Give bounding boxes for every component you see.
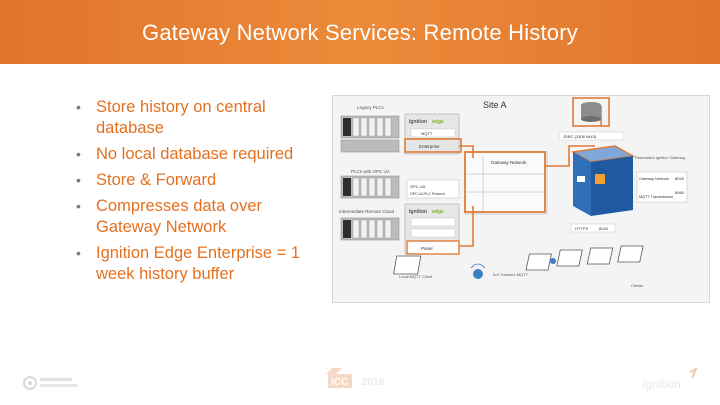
jdbc-box bbox=[558, 131, 624, 141]
iiot-sensor-icon bbox=[470, 263, 486, 279]
ignition-edge-top: Ignition edge MQTT bbox=[404, 113, 460, 155]
bullet-list: • Store history on central database • No l… bbox=[70, 97, 328, 290]
https-box bbox=[570, 223, 616, 233]
gateway-network-label: Gateway Network bbox=[491, 160, 527, 165]
panel-highlight-box bbox=[406, 240, 460, 255]
bullet-item: • No local database required bbox=[70, 144, 328, 165]
svg-text:Ignition: Ignition bbox=[642, 377, 681, 391]
iiot-label: IIoT Sensors MQTT bbox=[493, 272, 529, 277]
client-icons bbox=[525, 245, 644, 271]
bullet-item: • Ignition Edge Enterprise = 1 week histo… bbox=[70, 243, 328, 285]
architecture-diagram: Site A Legacy PLCs Ignition edge MQTT En… bbox=[332, 95, 710, 303]
bullet-item: • Store history on central database bbox=[70, 97, 328, 139]
opcua-protocol-box bbox=[406, 179, 460, 199]
plcs-opcua-label: PLCs with OPC UA bbox=[351, 169, 390, 174]
bullet-text: Ignition Edge Enterprise = 1 week histor… bbox=[96, 244, 301, 283]
gateway-network-block bbox=[464, 151, 548, 215]
inductive-automation-logo bbox=[22, 373, 82, 393]
bullet-dot-icon: • bbox=[76, 245, 81, 261]
bullet-text: Store history on central database bbox=[96, 98, 266, 137]
bullet-dot-icon: • bbox=[76, 99, 81, 115]
bullet-item: • Store & Forward bbox=[70, 170, 328, 191]
ignition-logo: Ignition bbox=[640, 366, 706, 401]
port-b-label: 8060 bbox=[675, 190, 685, 195]
bullet-text: No local database required bbox=[96, 145, 294, 163]
scada-label: Redundant Ignition Gateway bbox=[635, 155, 685, 160]
panel-label: Panel bbox=[421, 246, 433, 251]
opcua-label: OPC UA bbox=[410, 184, 426, 189]
legacy-plc-rack bbox=[340, 115, 400, 153]
clients-label: Clients bbox=[631, 283, 643, 288]
database-icon bbox=[572, 97, 610, 127]
bullet-text: Compresses data over Gateway Network bbox=[96, 197, 262, 236]
svg-text:Ignition: Ignition bbox=[409, 209, 427, 215]
bullet-dot-icon: • bbox=[76, 146, 81, 162]
server-icon bbox=[570, 145, 636, 216]
port-a-label: 8043 bbox=[675, 176, 685, 181]
flow-line-panel bbox=[459, 206, 474, 247]
flow-line-enterprise bbox=[459, 145, 474, 158]
mqtt-transmission-label: MQTT Transmission bbox=[639, 195, 673, 199]
bullet-dot-icon: • bbox=[76, 172, 81, 188]
diagram-svg: Site A Legacy PLCs Ignition edge MQTT En… bbox=[339, 97, 688, 288]
site-label: Site A bbox=[483, 100, 507, 110]
bullet-item: • Compresses data over Gateway Network bbox=[70, 196, 328, 238]
legacy-plcs-label: Legacy PLCs bbox=[357, 105, 385, 110]
https-label: HTTPS bbox=[575, 226, 588, 231]
svg-text:ICC: ICC bbox=[331, 377, 348, 388]
icc-2018-logo: ICC 2018 bbox=[326, 368, 396, 397]
opcua-plc-protocol-label: OPC UA PLC Protocol bbox=[410, 192, 445, 196]
https-port-label: 8043 bbox=[599, 226, 609, 231]
local-mqtt-label: Local MQTT Client bbox=[399, 274, 433, 279]
local-mqtt-icon bbox=[393, 255, 422, 275]
svg-text:2018: 2018 bbox=[362, 377, 385, 388]
bullet-dot-icon: • bbox=[76, 198, 81, 214]
enterprise-label: Enterprise bbox=[419, 144, 440, 149]
flow-line-scada bbox=[545, 145, 595, 167]
remote-cloud-label: Intermediate Remote Cloud bbox=[339, 209, 395, 214]
svg-text:Ignition: Ignition bbox=[409, 119, 427, 125]
svg-text:edge: edge bbox=[432, 119, 444, 125]
remote-plc-rack bbox=[340, 217, 400, 241]
svg-text:edge: edge bbox=[432, 209, 444, 215]
title-bar: Gateway Network Services: Remote History bbox=[0, 0, 720, 64]
gateway-highlight-box bbox=[464, 151, 546, 213]
opcua-plc-rack bbox=[340, 175, 400, 199]
mqtt-transmission-box bbox=[636, 171, 688, 203]
gateway-network-side-label: Gateway Network bbox=[639, 177, 669, 181]
slide-title: Gateway Network Services: Remote History bbox=[142, 20, 578, 45]
bullet-text: Store & Forward bbox=[96, 171, 217, 189]
jdbc-label: JDBC (3306 9443) bbox=[563, 134, 597, 139]
mqtt-module-label: MQTT bbox=[421, 131, 433, 136]
